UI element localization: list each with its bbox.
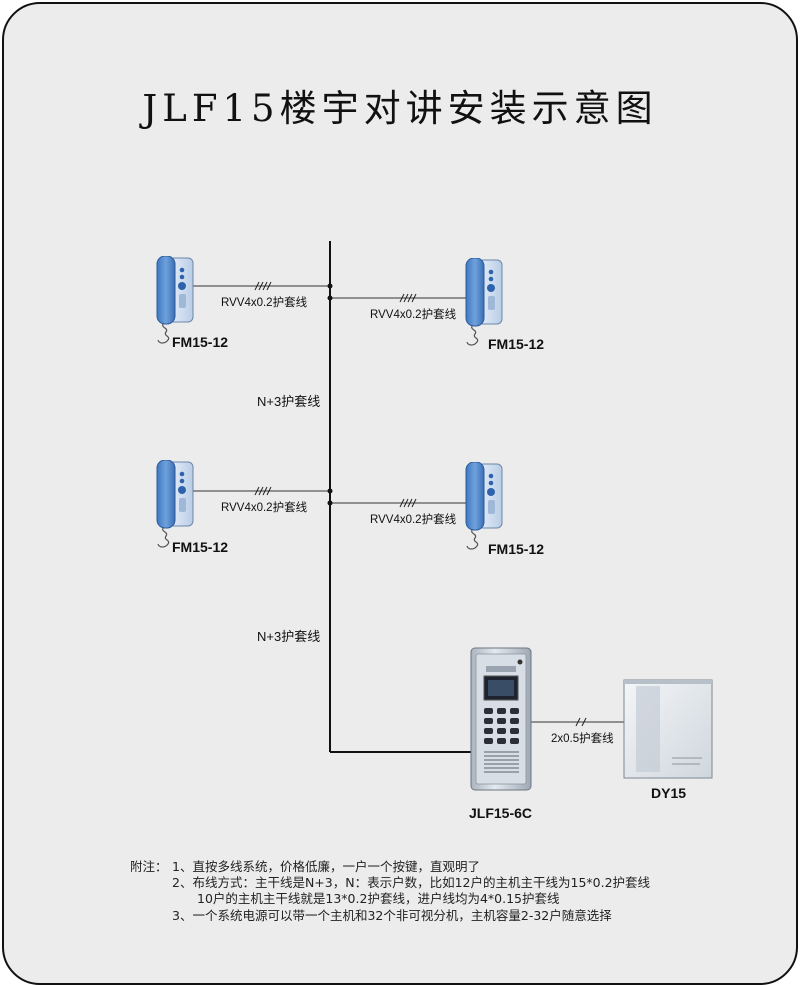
- handset-icon: [465, 258, 503, 346]
- handset-model-label: FM15-12: [488, 541, 545, 557]
- power-supply-icon: [623, 679, 713, 779]
- junction-dot: [327, 283, 333, 289]
- handset-icon: [156, 256, 194, 344]
- power-supply-model-label: DY15: [651, 785, 687, 801]
- door-panel-icon: [470, 647, 532, 791]
- note-line: 3、一个系统电源可以带一个主机和32个非可视分机，主机容量2-32户随意选择: [172, 908, 612, 923]
- cable-label: RVV4x0.2护套线: [221, 297, 308, 309]
- notes-prefix: 附注：: [130, 859, 168, 874]
- cable-label: RVV4x0.2护套线: [370, 514, 457, 526]
- main-unit-model-label: JLF15-6C: [469, 805, 533, 821]
- diagram-title: JLF15楼宇对讲安装示意图: [142, 87, 658, 130]
- cable-label: RVV4x0.2护套线: [221, 502, 308, 514]
- note-line: 10户的主机主干线就是13*0.2护套线，进户线均为4*0.15护套线: [197, 891, 560, 906]
- handset-model-label: FM15-12: [172, 539, 229, 555]
- junction-dot: [327, 488, 333, 494]
- trunk-cable-label: N+3护套线: [257, 394, 321, 409]
- note-line: 1、直按多线系统，价格低廉，一户一个按键，直观明了: [172, 859, 480, 874]
- note-line: 2、布线方式：主干线是N+3，N：表示户数，比如12户的主机主干线为15*0.2…: [172, 875, 651, 890]
- handset-model-label: FM15-12: [172, 334, 229, 350]
- cable-tick-marks: [254, 281, 587, 727]
- handset-icon: [465, 462, 503, 550]
- junction-dot: [327, 500, 333, 506]
- junction-dot: [327, 295, 333, 301]
- cable-label: RVV4x0.2护套线: [370, 309, 457, 321]
- handset-model-label: FM15-12: [488, 336, 545, 352]
- power-cable-label: 2x0.5护套线: [551, 733, 614, 745]
- trunk-cable-label: N+3护套线: [257, 629, 321, 644]
- handset-icon: [156, 460, 194, 548]
